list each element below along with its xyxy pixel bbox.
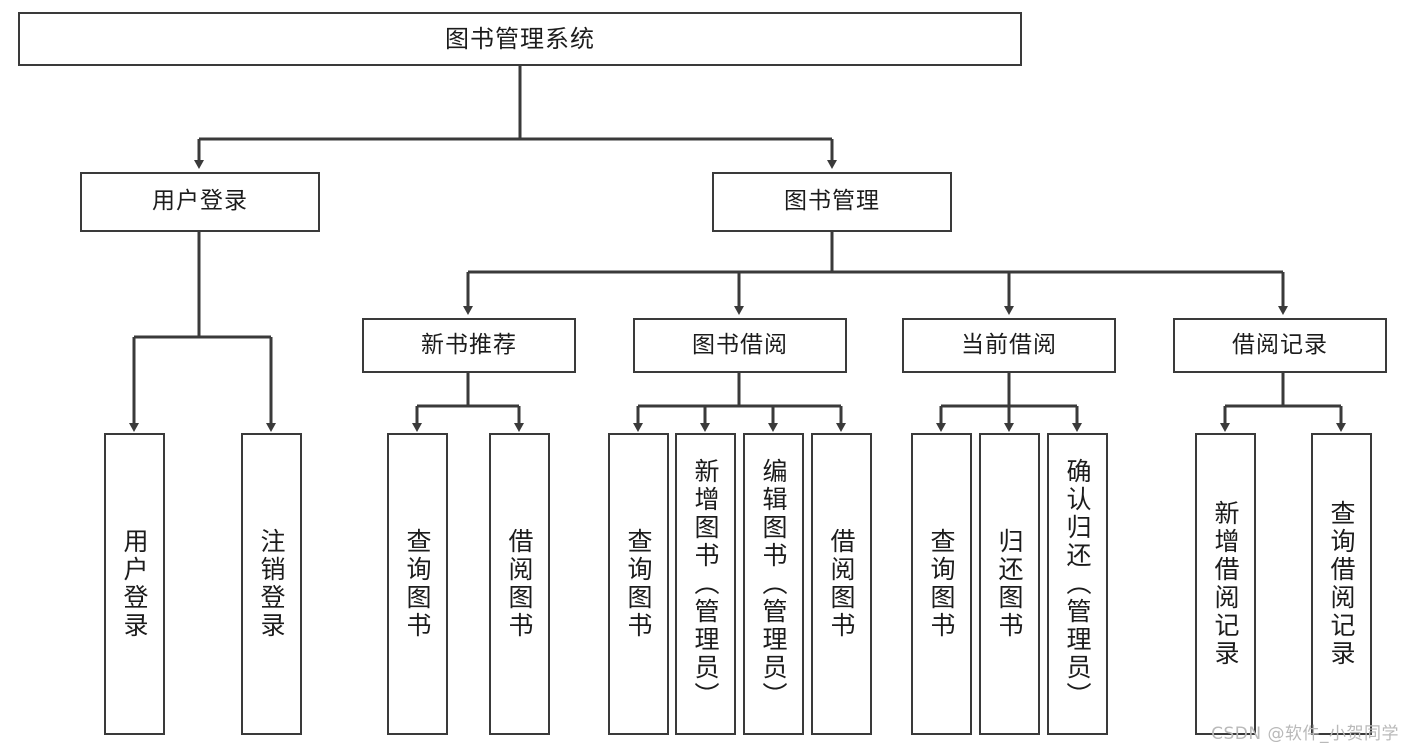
node-label: 新增图书（管理员） xyxy=(691,458,720,710)
leaf-edit-book-admin[interactable]: 编辑图书（管理员） xyxy=(743,433,804,735)
node-label: 图书借阅 xyxy=(692,331,788,358)
node-label: 借阅图书 xyxy=(505,528,534,640)
node-label: 归还图书 xyxy=(995,528,1024,640)
node-label: 注销登录 xyxy=(257,528,286,640)
node-label: 借阅图书 xyxy=(827,528,856,640)
leaf-query-book-borrowing[interactable]: 查询图书 xyxy=(608,433,669,735)
leaf-query-book-current[interactable]: 查询图书 xyxy=(911,433,972,735)
node-new-book-recommendation[interactable]: 新书推荐 xyxy=(362,318,576,373)
node-label: 编辑图书（管理员） xyxy=(759,458,788,710)
csdn-watermark: CSDN @软件_小贺同学 xyxy=(1211,724,1399,744)
node-root-book-management-system[interactable]: 图书管理系统 xyxy=(18,12,1022,66)
node-label: 当前借阅 xyxy=(961,331,1057,358)
node-label: 查询图书 xyxy=(624,528,653,640)
leaf-return-book[interactable]: 归还图书 xyxy=(979,433,1040,735)
node-label: 用户登录 xyxy=(120,528,149,640)
node-label: 图书管理 xyxy=(784,188,880,215)
leaf-user-login[interactable]: 用户登录 xyxy=(104,433,165,735)
node-label: 查询借阅记录 xyxy=(1327,500,1356,668)
leaf-add-book-admin[interactable]: 新增图书（管理员） xyxy=(675,433,736,735)
leaf-add-borrowing-record[interactable]: 新增借阅记录 xyxy=(1195,433,1256,735)
node-label: 查询图书 xyxy=(927,528,956,640)
leaf-confirm-return-admin[interactable]: 确认归还（管理员） xyxy=(1047,433,1108,735)
node-label: 借阅记录 xyxy=(1232,331,1328,358)
node-label: 查询图书 xyxy=(403,528,432,640)
node-label: 新书推荐 xyxy=(421,331,517,358)
node-book-borrowing[interactable]: 图书借阅 xyxy=(633,318,847,373)
leaf-borrow-book-recommendation[interactable]: 借阅图书 xyxy=(489,433,550,735)
leaf-borrow-book[interactable]: 借阅图书 xyxy=(811,433,872,735)
node-book-management[interactable]: 图书管理 xyxy=(712,172,952,232)
leaf-query-borrowing-record[interactable]: 查询借阅记录 xyxy=(1311,433,1372,735)
node-label: 图书管理系统 xyxy=(445,24,595,53)
node-label: 确认归还（管理员） xyxy=(1063,458,1092,710)
leaf-query-book-recommendation[interactable]: 查询图书 xyxy=(387,433,448,735)
node-label: 新增借阅记录 xyxy=(1211,500,1240,668)
node-borrowing-record[interactable]: 借阅记录 xyxy=(1173,318,1387,373)
node-current-borrowing[interactable]: 当前借阅 xyxy=(902,318,1116,373)
leaf-logout-login[interactable]: 注销登录 xyxy=(241,433,302,735)
node-label: 用户登录 xyxy=(152,188,248,215)
node-user-login[interactable]: 用户登录 xyxy=(80,172,320,232)
